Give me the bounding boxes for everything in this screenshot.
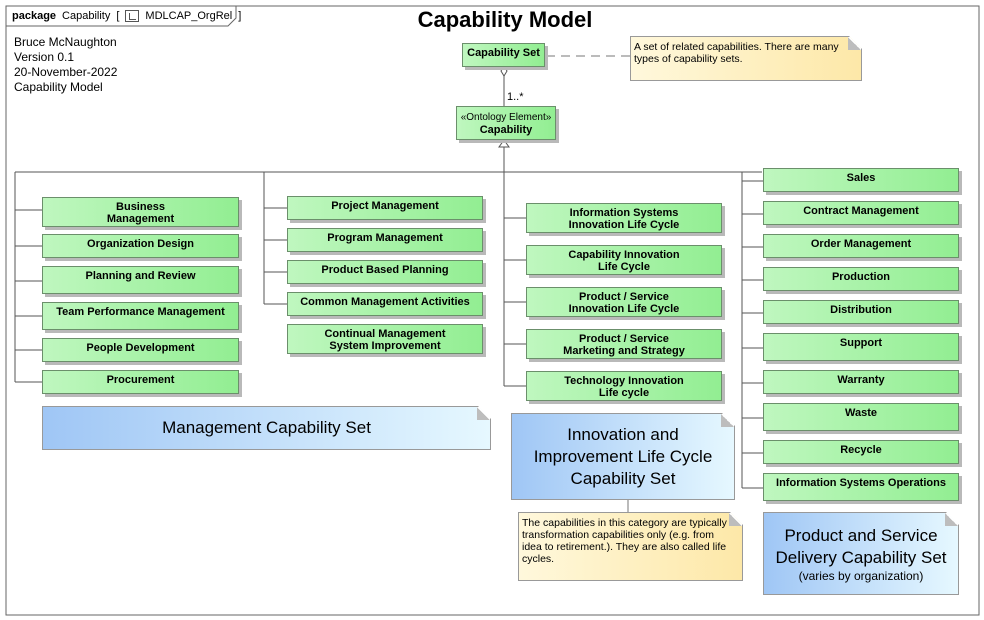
capability-organization-design[interactable]: Organization Design: [42, 234, 239, 258]
frame-bracket-close: ]: [238, 10, 242, 22]
meta-model: Capability Model: [14, 80, 103, 94]
capability-support[interactable]: Support: [763, 333, 959, 361]
capability-label: Product / Service Innovation Life Cycle: [568, 291, 680, 315]
management-set-label: Management Capability Set: [162, 418, 371, 437]
capability-label: Information Systems Operations: [776, 477, 946, 489]
capability-set-note-text: A set of related capabilities. There are…: [634, 41, 839, 65]
multiplicity-label: 1..*: [507, 91, 524, 103]
capability-label: Capability Innovation Life Cycle: [568, 249, 680, 273]
capability-label: Contract Management: [803, 205, 919, 217]
capability-label: Product / Service Marketing and Strategy: [563, 333, 685, 357]
diagram-meta: Bruce McNaughton Version 0.1 20-November…: [14, 35, 117, 95]
capability-technology-innovation[interactable]: Technology Innovation Life cycle: [526, 371, 722, 401]
capability-product-service-innovation[interactable]: Product / Service Innovation Life Cycle: [526, 287, 722, 317]
capability-label: Team Performance Management: [56, 306, 225, 318]
capability-set-note[interactable]: A set of related capabilities. There are…: [630, 36, 862, 81]
capability-project-management[interactable]: Project Management: [287, 196, 483, 220]
capability-order-management[interactable]: Order Management: [763, 234, 959, 258]
capability-common-management-activities[interactable]: Common Management Activities: [287, 292, 483, 316]
capability-waste[interactable]: Waste: [763, 403, 959, 431]
diagram-icon: [125, 10, 140, 22]
generalization-arrowhead: [498, 139, 510, 148]
capability-product-service-marketing[interactable]: Product / Service Marketing and Strategy: [526, 329, 722, 359]
capability-label: Continual Management System Improvement: [324, 328, 446, 352]
capability-planning-and-review[interactable]: Planning and Review: [42, 266, 239, 294]
capability-distribution[interactable]: Distribution: [763, 300, 959, 324]
capability-sales[interactable]: Sales: [763, 168, 959, 192]
capability-label: Support: [839, 337, 883, 349]
delivery-set-label: Product and Service Delivery Capability …: [775, 525, 947, 567]
frame-border: [5, 5, 980, 616]
capability-label: Order Management: [810, 238, 912, 250]
capability-label: Sales: [846, 172, 876, 184]
capability-procurement[interactable]: Procurement: [42, 370, 239, 394]
capability-business-management[interactable]: Business Management: [42, 197, 239, 227]
capability-label: Common Management Activities: [300, 296, 470, 308]
capability-program-management[interactable]: Program Management: [287, 228, 483, 252]
capability-label: Organization Design: [87, 238, 194, 250]
capability-label: People Development: [86, 342, 195, 354]
capability-team-performance-management[interactable]: Team Performance Management: [42, 302, 239, 330]
meta-date: 20-November-2022: [14, 65, 118, 79]
capability-label: Procurement: [106, 374, 175, 386]
innovation-note-text: The capabilities in this category are ty…: [522, 517, 727, 565]
capability-label: Technology Innovation Life cycle: [564, 375, 684, 399]
delivery-capability-set-note[interactable]: Product and Service Delivery Capability …: [763, 512, 959, 595]
innovation-description-note[interactable]: The capabilities in this category are ty…: [518, 512, 743, 581]
capability-recycle[interactable]: Recycle: [763, 440, 959, 464]
capability-label: Project Management: [331, 200, 439, 212]
capability-stereotype: «Ontology Element»: [460, 112, 552, 123]
capability-continual-management-improvement[interactable]: Continual Management System Improvement: [287, 324, 483, 354]
capability-label: Recycle: [840, 444, 882, 456]
capability-label: Distribution: [830, 304, 892, 316]
capability-label: Waste: [845, 407, 877, 419]
frame-keyword: package: [12, 10, 57, 22]
capability-label: Product Based Planning: [321, 264, 449, 276]
management-capability-set-note[interactable]: Management Capability Set: [42, 406, 491, 450]
composition-diamond: [500, 65, 508, 77]
frame-tab: package Capability [ MDLCAP_OrgRel ]: [6, 6, 241, 26]
capability-warranty[interactable]: Warranty: [763, 370, 959, 394]
frame-bracket-open: [: [116, 10, 120, 22]
capability-name: Capability: [479, 124, 533, 136]
capability-label: Business Management: [106, 201, 175, 225]
capability-label: Warranty: [837, 374, 885, 386]
meta-author: Bruce McNaughton: [14, 35, 117, 49]
frame-diagram-name: MDLCAP_OrgRel: [145, 10, 233, 22]
innovation-set-label: Innovation and Improvement Life Cycle Ca…: [533, 424, 713, 488]
delivery-set-sublabel: (varies by organization): [798, 568, 924, 583]
capability-block[interactable]: «Ontology Element» Capability: [456, 106, 556, 140]
meta-version: Version 0.1: [14, 50, 75, 64]
frame-package-name: Capability: [62, 10, 111, 22]
capability-set-label: Capability Set: [467, 47, 540, 59]
capability-product-based-planning[interactable]: Product Based Planning: [287, 260, 483, 284]
capability-is-operations[interactable]: Information Systems Operations: [763, 473, 959, 501]
diagram-title: Capability Model: [417, 7, 593, 32]
capability-is-innovation-life-cycle[interactable]: Information Systems Innovation Life Cycl…: [526, 203, 722, 233]
capability-capability-innovation-life-cycle[interactable]: Capability Innovation Life Cycle: [526, 245, 722, 275]
capability-label: Information Systems Innovation Life Cycl…: [568, 207, 680, 231]
capability-set-block[interactable]: Capability Set: [462, 43, 545, 67]
frame-tab-border: [6, 6, 237, 27]
capability-production[interactable]: Production: [763, 267, 959, 291]
capability-contract-management[interactable]: Contract Management: [763, 201, 959, 225]
capability-label: Program Management: [327, 232, 443, 244]
capability-label: Production: [831, 271, 891, 283]
capability-people-development[interactable]: People Development: [42, 338, 239, 362]
innovation-capability-set-note[interactable]: Innovation and Improvement Life Cycle Ca…: [511, 413, 735, 500]
capability-label: Planning and Review: [85, 270, 196, 282]
